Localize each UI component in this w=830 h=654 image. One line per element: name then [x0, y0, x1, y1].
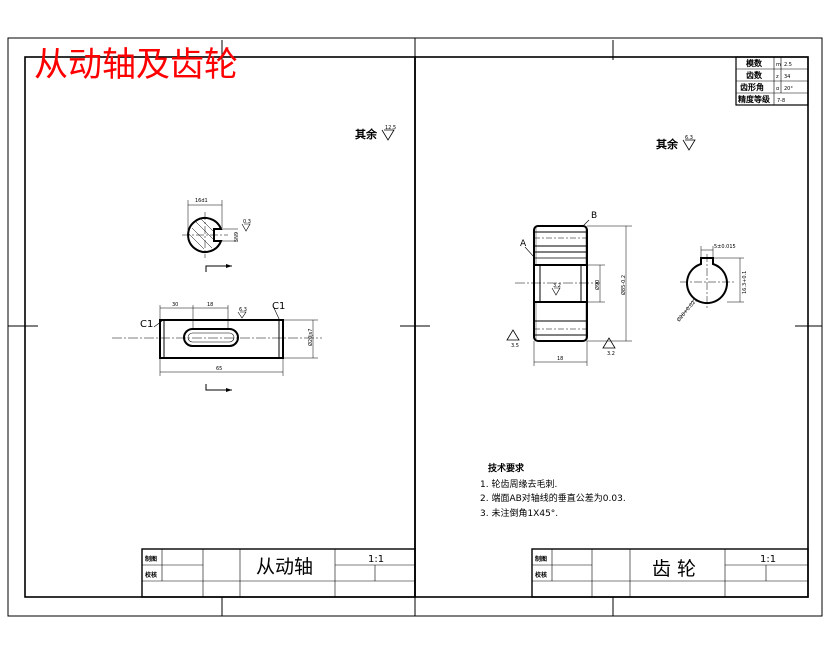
gear-roughness-value: 6.3 — [685, 135, 693, 141]
shaft-scale: 1:1 — [368, 554, 384, 565]
gear-pitch-dia-dim: Ø85-0.2 — [620, 275, 627, 295]
tech-req-item-3: 3. 未注倒角1X45°. — [480, 507, 558, 519]
shaft-seg-roughness-value: 6.3 — [239, 307, 247, 313]
tech-req-item-2: 2. 端面AB对轴线的垂直公差为0.03. — [480, 492, 626, 504]
gear-scale: 1:1 — [760, 554, 776, 565]
shaft-seg-a-dim: 30 — [172, 302, 178, 308]
gear-face-left-roughness: 3.5 — [511, 343, 519, 349]
gear-param-table: 模数 m 2.5 齿数 z 34 齿形角 α 20° 精度等级 7-8 — [735, 56, 809, 106]
param-value-angle: 20° — [784, 86, 793, 92]
shaft-length-dim: 65 — [216, 366, 222, 372]
tech-req-title: 技术要求 — [488, 462, 525, 474]
shaft-label-check: 校核 — [145, 571, 157, 579]
param-label-grade: 精度等级 — [738, 94, 771, 104]
tech-req-item-1: 1. 轮齿周缘去毛刺. — [480, 478, 557, 490]
param-label-module: 模数 — [746, 58, 763, 68]
shaft-roughness-symbol-icon — [381, 129, 395, 141]
tech-requirements: 技术要求 1. 轮齿周缘去毛刺. 2. 端面AB对轴线的垂直公差为0.03. 3… — [480, 462, 626, 519]
shaft-diameter-dim: Ø20js7 — [307, 329, 314, 346]
shaft-roughness-value: 12.5 — [385, 125, 396, 131]
param-label-teeth: 齿数 — [746, 70, 763, 80]
shaft-seg-b-dim: 18 — [207, 302, 213, 308]
gear-title-block: 制图 校核 齿 轮 1:1 — [531, 548, 809, 598]
gear-label-draw: 制图 — [535, 555, 547, 563]
gear-section-view: 3.2 A B Ø85-0.2 Ø90 18 3.5 3.2 — [506, 211, 632, 366]
drawing-title: 从动轴及齿轮 — [34, 45, 238, 85]
param-sym-module: m — [776, 62, 781, 68]
shaft-chamfer-right: C1 — [272, 301, 285, 312]
param-sym-teeth: z — [776, 74, 779, 80]
param-value-teeth: 34 — [784, 74, 790, 80]
gear-roughness-note: 其余 — [656, 137, 679, 151]
shaft-chamfer-left: C1 — [140, 319, 153, 330]
shaft-seg-roughness-icon — [237, 311, 247, 319]
gear-face-right-roughness: 3.2 — [607, 351, 615, 357]
shaft-main-view: 30 18 6.3 C1 C1 Ø20js7 65 — [112, 301, 322, 376]
datum-b-label: B — [591, 211, 597, 221]
gear-keyway-width-dim: 5±0.015 — [714, 244, 736, 250]
shaft-label-draw: 制图 — [145, 555, 157, 563]
section-arrows — [205, 264, 232, 392]
shaft-roughness-note: 其余 — [355, 127, 378, 141]
shaft-title-block: 制图 校核 从动轴 1:1 — [141, 548, 416, 598]
shaft-key-width-dim: 5N9 — [234, 232, 240, 242]
shaft-key-depth-dim: 16d1 — [195, 198, 208, 204]
gear-width-dim: 18 — [557, 356, 563, 362]
gear-outside-dia-dim: Ø90 — [594, 280, 601, 290]
gear-bore-dim: Ø20+0.021 — [675, 297, 699, 324]
gear-inner-roughness-icon — [551, 287, 561, 296]
shaft-section-view: 16d1 5N9 0.3 — [182, 198, 251, 258]
gear-face-right-roughness-icon — [602, 337, 616, 349]
gear-keyway-depth-dim: 16.3+0.1 — [742, 271, 748, 294]
shaft-part-name: 从动轴 — [256, 556, 313, 578]
gear-bore-view: 5±0.015 16.3+0.1 Ø20+0.021 — [675, 244, 748, 323]
gear-label-check: 校核 — [535, 571, 547, 579]
gear-face-left-roughness-icon — [506, 329, 520, 341]
param-value-grade: 7-8 — [777, 98, 785, 104]
gear-roughness-symbol-icon — [682, 139, 696, 151]
datum-a-label: A — [520, 239, 527, 249]
shaft-key-height-dim: 0.3 — [243, 219, 251, 225]
gear-sheet-frame — [414, 56, 809, 598]
gear-part-name: 齿 轮 — [652, 558, 696, 580]
shaft-key-roughness-icon — [241, 223, 251, 232]
param-label-angle: 齿形角 — [740, 82, 764, 92]
gear-inner-roughness-value: 3.2 — [553, 283, 561, 289]
param-value-module: 2.5 — [784, 62, 792, 68]
param-sym-angle: α — [776, 86, 780, 92]
